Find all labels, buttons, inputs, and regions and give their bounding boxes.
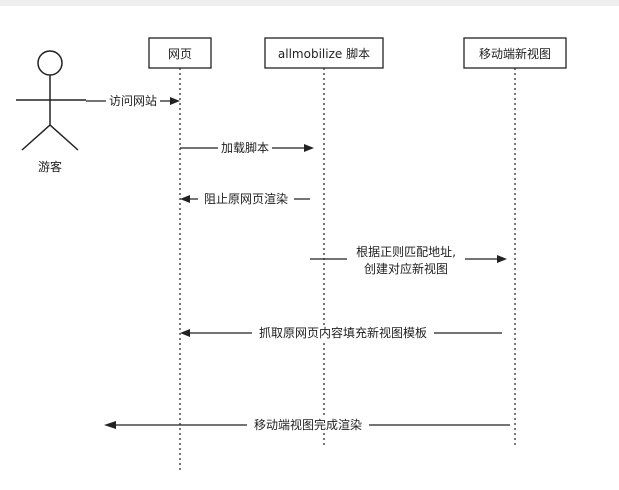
- participant-box: [148, 37, 212, 69]
- participant-script: allmobilize 脚本: [264, 37, 384, 69]
- message-render-complete: 移动端视图完成渲染: [104, 417, 510, 433]
- message-fill-template: 抓取原网页内容填充新视图模板: [180, 325, 502, 341]
- message-label: 阻止原网页渲染: [204, 191, 288, 206]
- actor-left-leg: [21, 124, 51, 151]
- message-label: 根据正则匹配地址,: [356, 245, 456, 259]
- participant-label: 网页: [168, 47, 192, 61]
- arrowhead-left: [180, 329, 190, 337]
- label-background: [247, 417, 369, 433]
- message-label-line2: 创建对应新视图: [364, 261, 448, 276]
- participant-box: [463, 37, 567, 69]
- message-create-view: 根据正则匹配地址, 创建对应新视图: [310, 243, 507, 277]
- arrowhead-right: [170, 97, 180, 105]
- message-load-script: 加载脚本: [180, 140, 314, 156]
- participant-box: [264, 37, 384, 69]
- arrowhead-right: [304, 144, 314, 152]
- actor-head: [37, 50, 63, 76]
- label-background: [347, 243, 465, 277]
- message-label: 加载脚本: [221, 140, 269, 155]
- label-background: [252, 325, 434, 341]
- message-block-render: 阻止原网页渲染: [180, 191, 310, 207]
- label-background: [106, 93, 160, 109]
- arrowhead-left: [180, 195, 190, 203]
- participant-label: allmobilize 脚本: [278, 46, 370, 61]
- actor-visitor: 游客: [16, 50, 86, 174]
- message-label: 移动端视图完成渲染: [254, 417, 362, 432]
- message-label: 抓取原网页内容填充新视图模板: [259, 325, 427, 340]
- participant-label: 移动端新视图: [479, 46, 551, 61]
- arrowhead-left: [104, 421, 116, 429]
- participant-mobile: 移动端新视图: [463, 37, 567, 69]
- actor-right-leg: [49, 124, 79, 151]
- actor-label: 游客: [38, 159, 62, 174]
- label-background: [198, 191, 294, 207]
- label-background: [218, 140, 272, 156]
- message-label: 访问网站: [109, 94, 157, 108]
- arrowhead-right: [497, 255, 507, 263]
- participant-webpage: 网页: [148, 37, 212, 69]
- message-visit-site: 访问网站: [86, 93, 180, 109]
- top-bar: [0, 0, 619, 6]
